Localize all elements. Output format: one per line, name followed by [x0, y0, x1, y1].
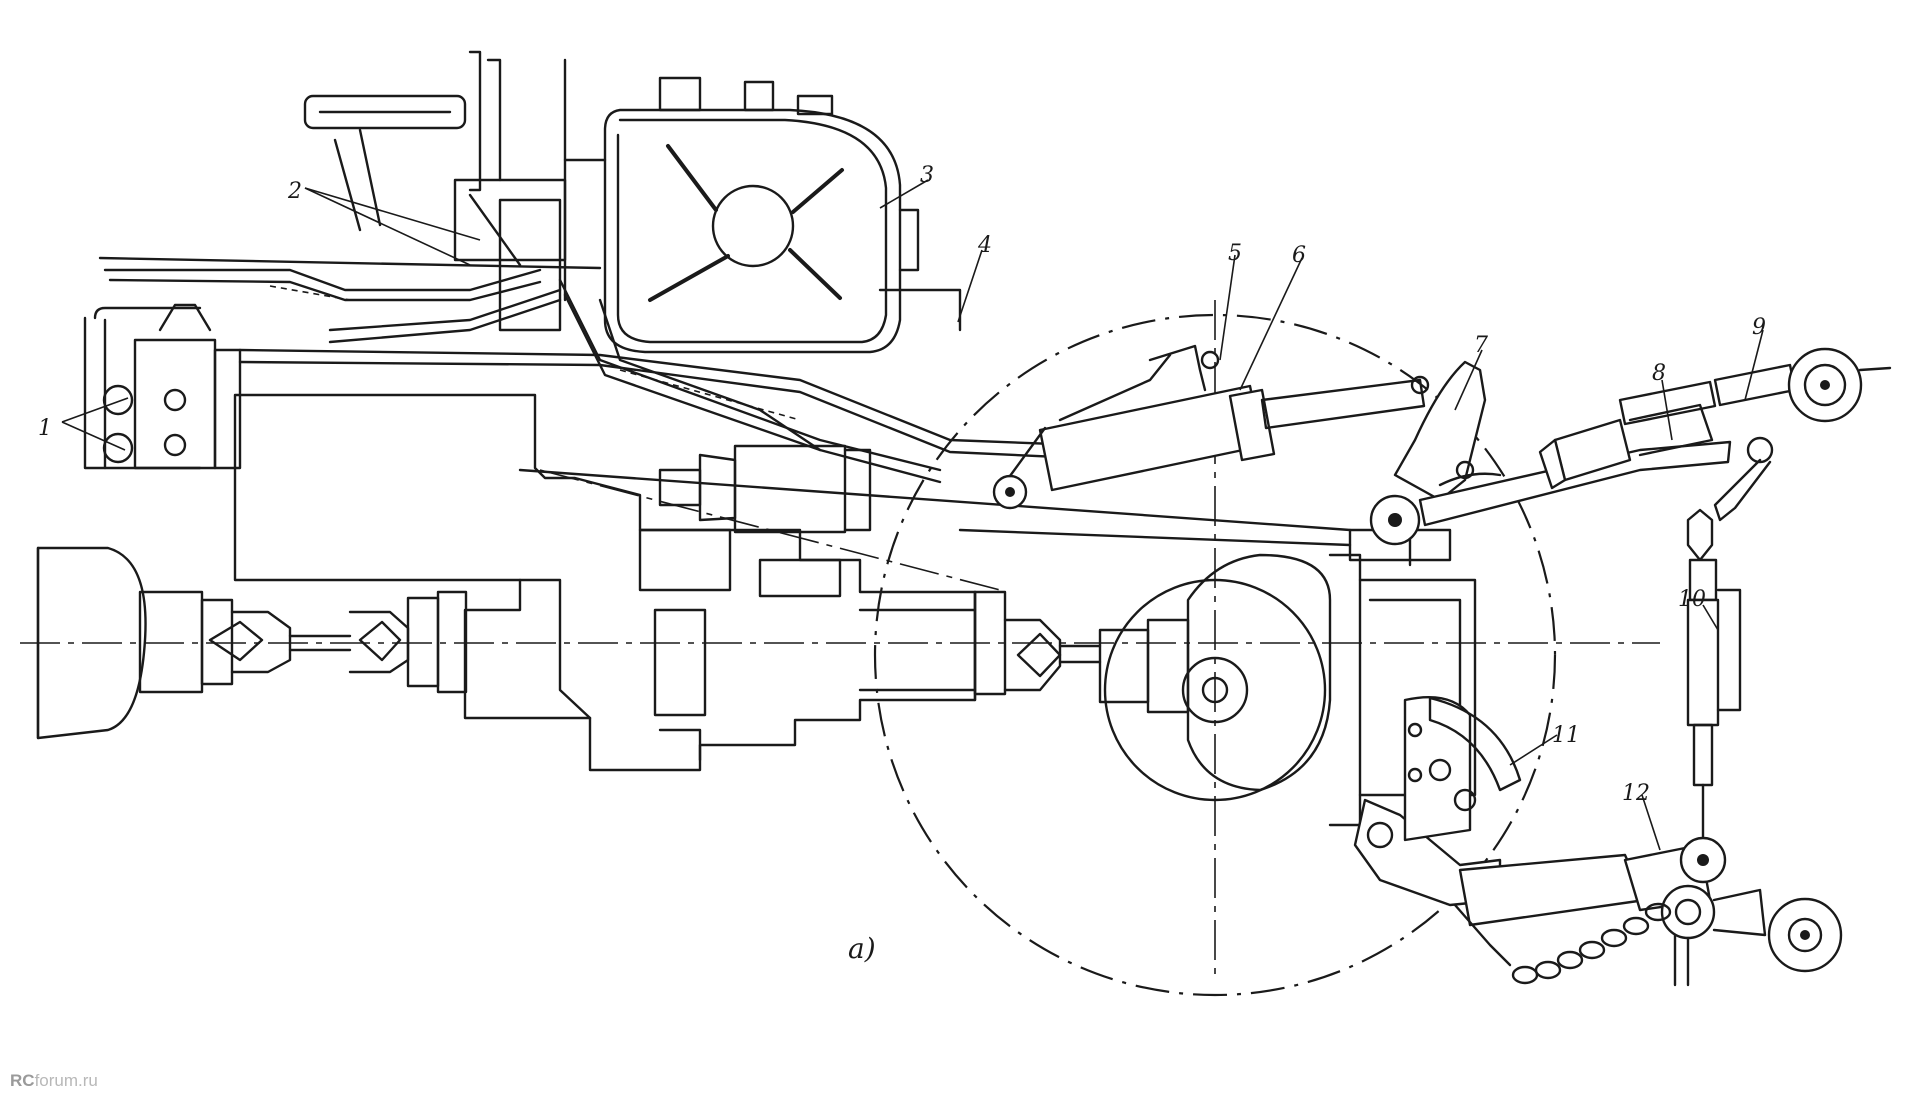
- callout-10: 10: [1678, 587, 1706, 612]
- watermark-suffix: forum.ru: [34, 1071, 98, 1090]
- callout-3: 3: [920, 163, 934, 188]
- front-drive-shaft: [138, 590, 468, 694]
- lift-arm: [1369, 360, 1732, 546]
- control-valves: [83, 303, 242, 470]
- transmission-housing: [233, 393, 977, 772]
- rear-wheel-outline: [873, 313, 1557, 997]
- watermark-prefix: RC: [10, 1071, 35, 1090]
- callout-4: 4: [977, 233, 992, 258]
- callout-labels: 1 2 3 4 5 6 7 8 9 10 11 12: [38, 163, 1766, 806]
- callout-6: 6: [1292, 243, 1306, 268]
- control-levers: [303, 50, 607, 332]
- lower-link: [1353, 798, 1843, 987]
- callout-9: 9: [1752, 315, 1766, 340]
- callout-5: 5: [1228, 241, 1242, 266]
- hydraulic-hoses: [98, 256, 1172, 484]
- oil-tank: [603, 76, 962, 354]
- figure-caption: a): [848, 932, 876, 965]
- callout-2: 2: [287, 179, 302, 204]
- sector-plate: [1403, 696, 1522, 842]
- middle-drive-shaft: [973, 590, 1190, 714]
- callout-8: 8: [1652, 361, 1666, 386]
- check-chain: [1453, 902, 1672, 985]
- watermark: RCforum.ru: [10, 1071, 98, 1091]
- callout-1: 1: [38, 416, 52, 441]
- pump-unit: [658, 444, 872, 534]
- front-half-dome: [36, 546, 147, 740]
- upper-link: [1618, 347, 1892, 522]
- callout-leaders: [61, 179, 1764, 851]
- lift-rod: [1686, 508, 1742, 842]
- lift-cylinder: [992, 344, 1426, 510]
- callout-12: 12: [1622, 781, 1650, 806]
- callout-7: 7: [1474, 333, 1488, 358]
- callout-11: 11: [1552, 723, 1580, 748]
